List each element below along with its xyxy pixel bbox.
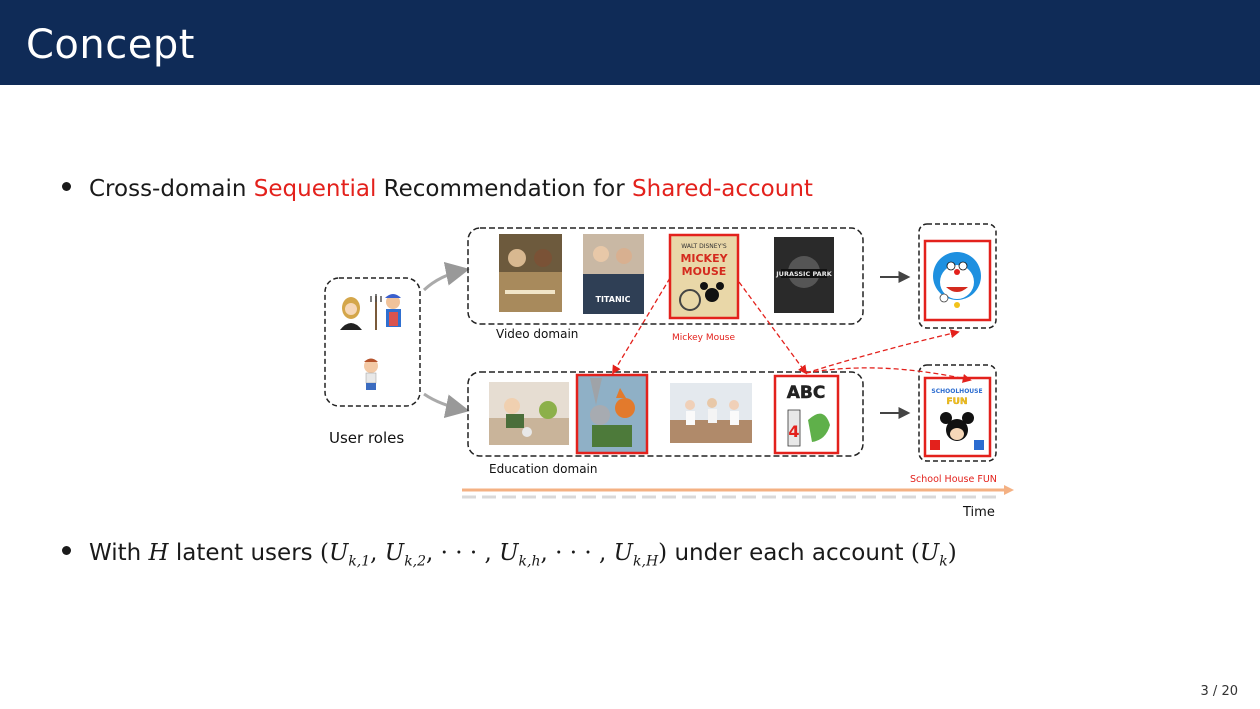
bullet2-text-post: under each account: [667, 540, 911, 566]
poster-school-house-fun: SCHOOLHOUSE FUN: [923, 376, 992, 458]
poster-abc-book: ABC 4: [773, 374, 840, 455]
mickey-mouse-label: Mickey Mouse: [672, 333, 735, 343]
poster-titanic: TITANIC: [583, 234, 644, 314]
latent-user-tuple: (Uk,1, Uk,2, · · · , Uk,h, · · · , Uk,H): [319, 540, 668, 570]
bullet2-var-h: H: [148, 540, 169, 566]
bullet1-text-pre: Cross-domain: [89, 176, 254, 202]
arrow-to-education: [423, 392, 470, 418]
farmer-user-icon: [370, 294, 401, 330]
bullet1-highlight-sequential: Sequential: [253, 176, 377, 202]
poster-cooking: [489, 382, 569, 445]
time-label: Time: [962, 505, 995, 520]
school-house-fun-label: School House FUN: [910, 474, 997, 485]
next-education-box: [918, 364, 997, 462]
svg-text:WALT DISNEY'S: WALT DISNEY'S: [681, 243, 727, 250]
poster-yoga: [670, 383, 752, 443]
svg-text:MICKEY: MICKEY: [680, 252, 728, 265]
svg-text:JURASSIC PARK: JURASSIC PARK: [775, 270, 832, 278]
svg-text:SCHOOLHOUSE: SCHOOLHOUSE: [931, 388, 982, 395]
woman-user-icon: [340, 297, 362, 330]
poster-mickey-mouse: WALT DISNEY'S MICKEY MOUSE: [668, 233, 740, 320]
video-domain-box: [467, 227, 864, 325]
arrow-mickey-to-abc: [738, 281, 808, 375]
page-current: 3: [1200, 684, 1209, 699]
arrow-abc-to-doraemon: [805, 329, 960, 374]
svg-text:FUN: FUN: [947, 397, 968, 407]
account-symbol: (Uk): [910, 540, 957, 570]
slide-title: Concept: [26, 22, 195, 68]
page-number: 3 / 20: [1200, 684, 1238, 699]
poster-jurassic-park: JURASSIC PARK: [774, 237, 834, 313]
svg-text:MOUSE: MOUSE: [682, 265, 727, 278]
arrow-abc-to-school-house: [805, 367, 972, 383]
title-bar: Concept: [0, 0, 1260, 85]
next-video-box: [918, 223, 997, 329]
education-domain-label: Education domain: [489, 462, 598, 476]
svg-text:TITANIC: TITANIC: [595, 295, 630, 304]
child-user-icon: [364, 358, 378, 390]
bullet1-text-mid: Recommendation for: [376, 176, 633, 202]
bullet1-highlight-shared-account: Shared-account: [632, 176, 813, 202]
poster-zootopia: [575, 373, 649, 455]
education-domain-box: [467, 371, 864, 457]
video-domain-label: Video domain: [496, 327, 578, 341]
arrow-zootopia-to-mickey: [612, 277, 671, 375]
svg-text:4: 4: [788, 422, 799, 441]
bullet-dot: [62, 546, 71, 555]
svg-text:ABC: ABC: [787, 383, 826, 403]
bullet2-text-pre: With: [89, 540, 149, 566]
bullet-latent-users: With H latent users (Uk,1, Uk,2, · · · ,…: [62, 540, 957, 570]
poster-shawshank: [499, 234, 562, 312]
user-roles-label: User roles: [329, 429, 404, 447]
user-roles-box: [324, 277, 421, 407]
poster-doraemon: [923, 239, 992, 322]
bullet-dot: [62, 182, 71, 191]
bullet2-text-mid: latent users: [168, 540, 320, 566]
timeline-arrowhead: [1004, 485, 1014, 495]
page-total: 20: [1221, 684, 1238, 699]
bullet-cross-domain: Cross-domain Sequential Recommendation f…: [62, 176, 813, 202]
arrow-to-video: [422, 262, 470, 292]
